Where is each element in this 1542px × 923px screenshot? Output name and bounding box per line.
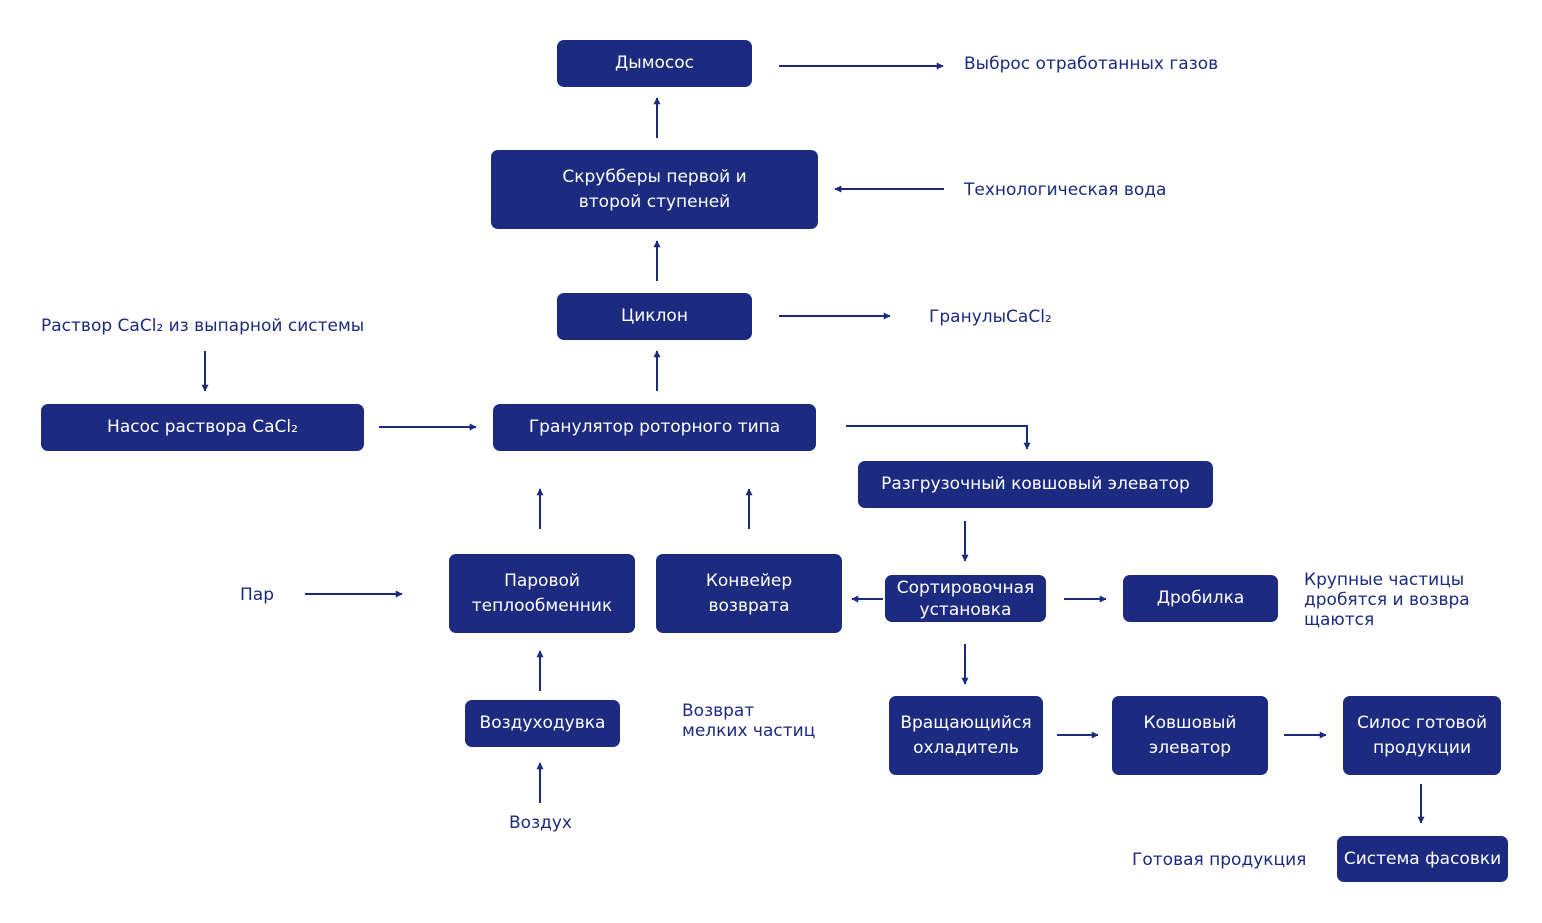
air-label: Воздух (509, 813, 572, 833)
steam-label: Пар (240, 585, 274, 605)
rotary-cooler-label: Вращающийся охладитель (900, 712, 1032, 758)
screening-box: Сортировочная установка (885, 575, 1046, 622)
discharge-elevator-label: Разгрузочный ковшовый элеватор (881, 474, 1190, 494)
packing-label: Система фасовки (1343, 848, 1502, 869)
discharge-elevator-box: Разгрузочный ковшовый элеватор (858, 461, 1213, 508)
product-silo-box: Силос готовой продукции (1343, 696, 1501, 775)
return-conveyor-label: Конвейер возврата (705, 570, 793, 616)
rotary-cooler-box: Вращающийся охладитель (889, 696, 1043, 775)
packing-box: Система фасовки (1337, 836, 1508, 882)
coarse-note-label: Крупные частицы дробятся и возвра щаются (1304, 570, 1470, 630)
exhaust-label: Выброс отработанных газов (964, 54, 1219, 74)
granules-label: ГранулыCaCl₂ (929, 307, 1052, 327)
cacl2-solution-label: Раствор CaCl₂ из выпарной системы (41, 316, 365, 336)
exhaust-fan-box: Дымосос (557, 40, 752, 87)
granulator-label: Гранулятор роторного типа (528, 417, 781, 437)
screening-label: Сортировочная установка (896, 577, 1035, 620)
finished-product-label: Готовая продукция (1132, 850, 1307, 870)
crusher-label: Дробилка (1156, 588, 1245, 608)
blower-box: Воздуходувка (465, 700, 620, 747)
process-water-label: Технологическая вода (964, 180, 1167, 200)
bucket-elevator-label: Ковшовый элеватор (1143, 712, 1237, 758)
pump-label: Насос раствора CaCl₂ (107, 417, 298, 437)
fines-return-label: Возврат мелких частиц (682, 701, 816, 741)
scrubbers-box: Скрубберы первой и второй ступеней (491, 150, 818, 229)
crusher-box: Дробилка (1123, 575, 1278, 622)
blower-label: Воздуходувка (479, 713, 606, 733)
product-silo-label: Силос готовой продукции (1356, 712, 1488, 758)
exhaust-fan-label: Дымосос (614, 53, 695, 73)
granulator-box: Гранулятор роторного типа (493, 404, 816, 451)
return-conveyor-box: Конвейер возврата (656, 554, 842, 633)
steam-heater-box: Паровой теплообменник (449, 554, 635, 633)
bucket-elevator-box: Ковшовый элеватор (1112, 696, 1268, 775)
arrow-granulator-to-elevator (846, 425, 1031, 450)
pump-box: Насос раствора CaCl₂ (41, 404, 364, 451)
cyclone-label: Циклон (621, 306, 688, 326)
scrubbers-label: Скрубберы первой и второй ступеней (562, 166, 747, 212)
cyclone-box: Циклон (557, 293, 752, 340)
steam-heater-label: Паровой теплообменник (471, 570, 613, 616)
